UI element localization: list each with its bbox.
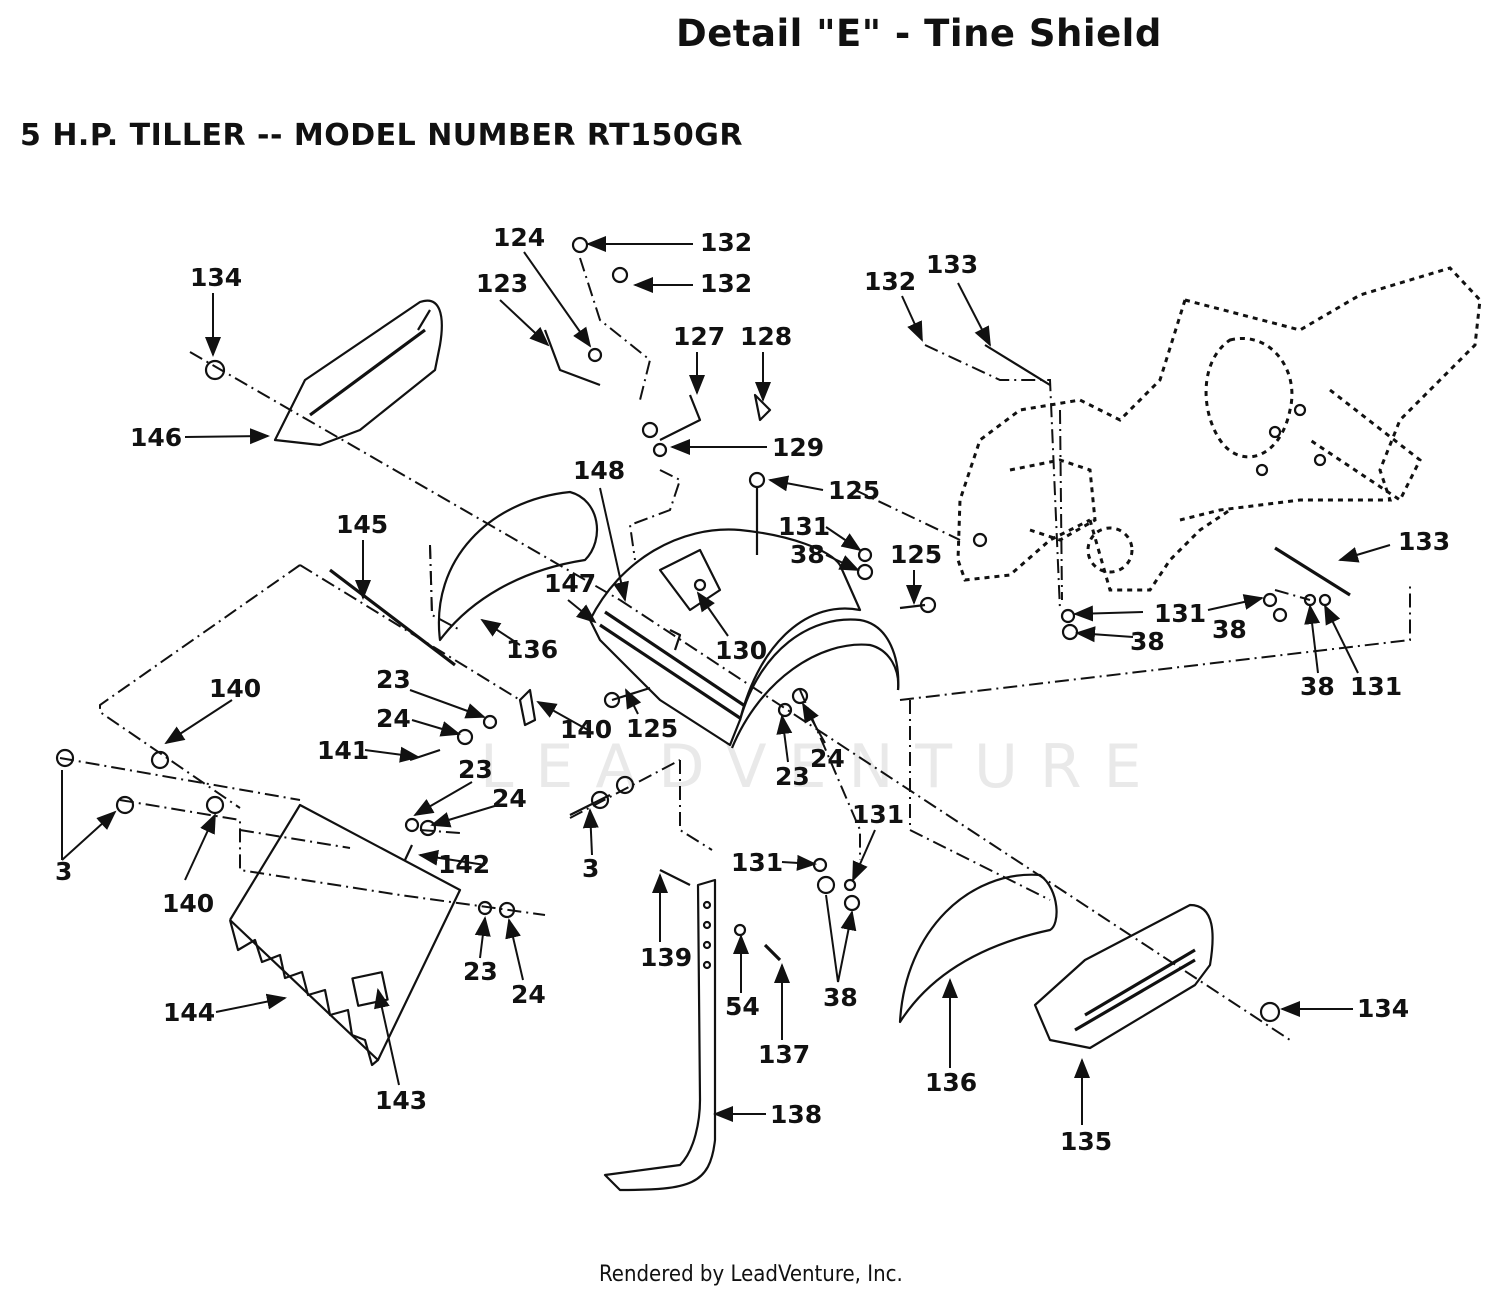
side-shield-part-136-lower xyxy=(898,873,1058,1024)
callout-133: 133 xyxy=(926,250,978,279)
callout-leaders xyxy=(61,236,1391,1125)
callout-136: 136 xyxy=(925,1068,977,1097)
callout-142: 142 xyxy=(438,850,490,879)
callout-132: 132 xyxy=(700,269,752,298)
model-title: 5 H.P. TILLER -- MODEL NUMBER RT150GR xyxy=(20,118,743,153)
callout-131: 131 xyxy=(1154,599,1206,628)
side-shield-part-136-upper xyxy=(429,490,599,642)
callout-133: 133 xyxy=(1398,527,1450,556)
callout-3: 3 xyxy=(582,854,599,883)
callout-132: 132 xyxy=(864,267,916,296)
callout-123: 123 xyxy=(476,269,528,298)
callout-132: 132 xyxy=(700,228,752,257)
callout-125: 125 xyxy=(890,540,942,569)
callout-147: 147 xyxy=(544,569,596,598)
callout-24: 24 xyxy=(492,784,527,813)
callout-131: 131 xyxy=(778,512,830,541)
callout-23: 23 xyxy=(458,755,493,784)
shield-flap-part-144 xyxy=(228,803,462,1067)
page-title: Detail "E" - Tine Shield xyxy=(676,12,1162,55)
callout-130: 130 xyxy=(715,636,767,665)
callout-136: 136 xyxy=(506,635,558,664)
callout-134: 134 xyxy=(1357,994,1409,1023)
callout-3: 3 xyxy=(55,857,72,886)
callout-24: 24 xyxy=(810,744,845,773)
callout-38: 38 xyxy=(1130,627,1165,656)
callout-24: 24 xyxy=(511,980,546,1009)
callout-137: 137 xyxy=(758,1040,810,1069)
callout-23: 23 xyxy=(463,957,498,986)
assembly-lines xyxy=(59,257,1411,1041)
callout-139: 139 xyxy=(640,943,692,972)
callout-131: 131 xyxy=(731,848,783,877)
callout-138: 138 xyxy=(770,1100,822,1129)
callout-146: 146 xyxy=(130,423,182,452)
callout-125: 125 xyxy=(626,714,678,743)
callout-124: 124 xyxy=(493,223,545,252)
callout-145: 145 xyxy=(336,510,388,539)
callout-129: 129 xyxy=(772,433,824,462)
callout-38: 38 xyxy=(823,983,858,1012)
callout-38: 38 xyxy=(1300,672,1335,701)
callout-131: 131 xyxy=(852,800,904,829)
leadventure-watermark: LEADVENTURE xyxy=(480,732,1164,802)
side-plate-part-135 xyxy=(1033,903,1214,1050)
callout-125: 125 xyxy=(828,476,880,505)
callout-148: 148 xyxy=(573,456,625,485)
callout-127: 127 xyxy=(673,322,725,351)
tiller-frame-outline xyxy=(956,266,1482,592)
callout-141: 141 xyxy=(317,736,369,765)
callout-38: 38 xyxy=(1212,615,1247,644)
callout-140: 140 xyxy=(560,715,612,744)
depth-bar-part-138 xyxy=(603,878,717,1192)
callout-135: 135 xyxy=(1060,1127,1112,1156)
side-plate-part-146 xyxy=(273,299,443,447)
callout-24: 24 xyxy=(376,704,411,733)
callout-54: 54 xyxy=(725,992,760,1021)
callout-131: 131 xyxy=(1350,672,1402,701)
callout-140: 140 xyxy=(209,674,261,703)
rod-part-145 xyxy=(329,568,456,667)
footer-credit: Rendered by LeadVenture, Inc. xyxy=(599,1262,903,1287)
callout-23: 23 xyxy=(775,762,810,791)
callout-143: 143 xyxy=(375,1086,427,1115)
callout-128: 128 xyxy=(740,322,792,351)
callout-23: 23 xyxy=(376,665,411,694)
callout-134: 134 xyxy=(190,263,242,292)
callout-140: 140 xyxy=(162,889,214,918)
callout-labels: 134 146 124 132 132 123 127 128 129 132 … xyxy=(55,223,1450,1156)
rear-shield-part-148 xyxy=(588,528,900,749)
callout-38: 38 xyxy=(790,540,825,569)
callout-144: 144 xyxy=(163,998,215,1027)
